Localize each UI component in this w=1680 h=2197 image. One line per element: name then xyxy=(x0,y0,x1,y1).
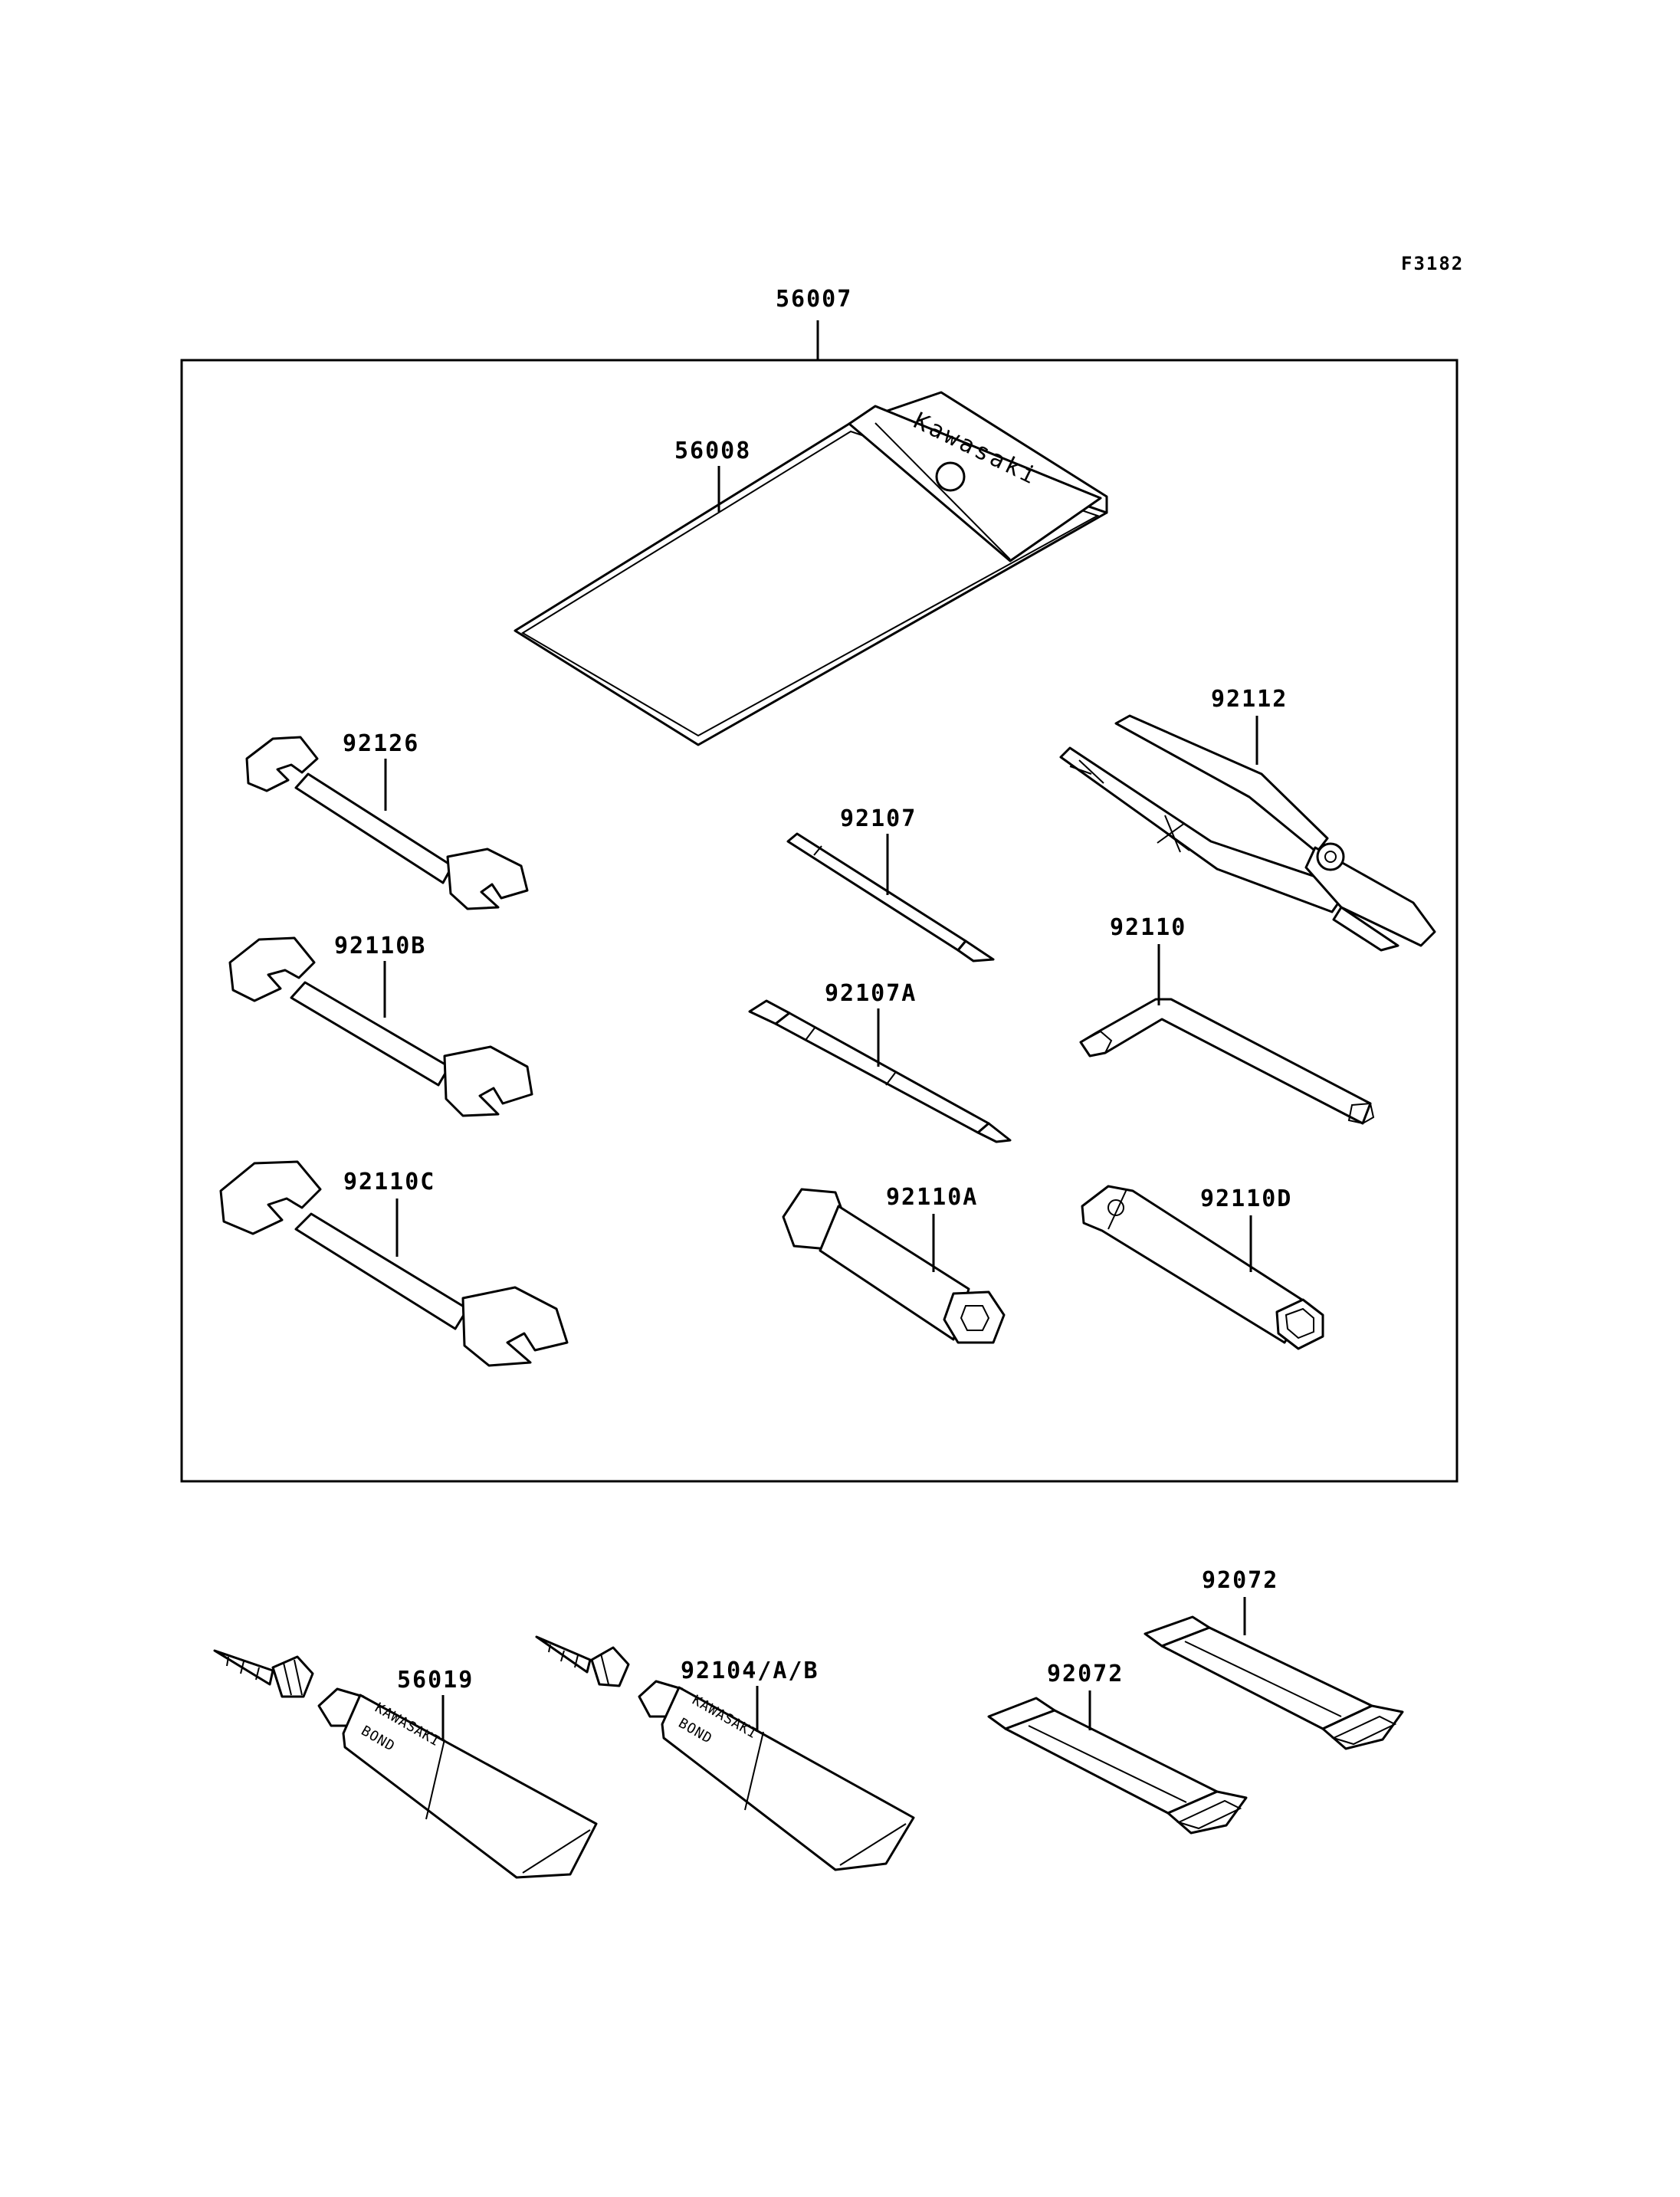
screwdriver-double-icon xyxy=(748,999,1012,1143)
bond-tube-1-label: 56019 xyxy=(397,1667,474,1694)
wrench-small-label: 92126 xyxy=(343,730,419,757)
kit-label: 56007 xyxy=(776,286,852,313)
bond-tube-2-label: 92104/A/B xyxy=(681,1658,819,1684)
screwdriver-label: 92107 xyxy=(840,805,917,832)
strap-lower-label: 92072 xyxy=(1047,1661,1124,1687)
wrench-medium-label: 92110B xyxy=(334,933,426,959)
pliers-label: 92112 xyxy=(1211,686,1288,713)
screwdriver-icon xyxy=(786,832,995,962)
strap-upper-icon xyxy=(1144,1615,1404,1750)
wrench-large-label: 92110C xyxy=(343,1169,435,1195)
bond-tube-1-icon: KAWASAKI BOND xyxy=(213,1649,598,1879)
tool-kit-box xyxy=(180,359,1459,1483)
bag-label: 56008 xyxy=(674,438,751,464)
hex-socket-icon xyxy=(782,1188,1006,1344)
pliers-icon xyxy=(1059,714,1436,952)
tube-socket-icon xyxy=(1081,1185,1324,1350)
snap-button-icon xyxy=(935,461,966,492)
screwdriver-double-label: 92107A xyxy=(825,980,917,1007)
strap-upper-label: 92072 xyxy=(1202,1567,1278,1594)
tube-socket-label: 92110D xyxy=(1200,1185,1292,1212)
strap-lower-icon xyxy=(987,1697,1248,1835)
hex-key-label: 92110 xyxy=(1110,914,1186,941)
wrench-medium-icon xyxy=(228,936,533,1117)
wrench-large-icon xyxy=(219,1160,569,1367)
hex-socket-label: 92110A xyxy=(886,1184,978,1211)
pliers-pivot-icon xyxy=(1316,842,1345,871)
figure-code: F3182 xyxy=(1401,253,1464,274)
tool-bag: Kawasaki xyxy=(514,391,1108,746)
hex-key-icon xyxy=(1079,998,1375,1125)
wrench-small-icon xyxy=(245,736,529,910)
